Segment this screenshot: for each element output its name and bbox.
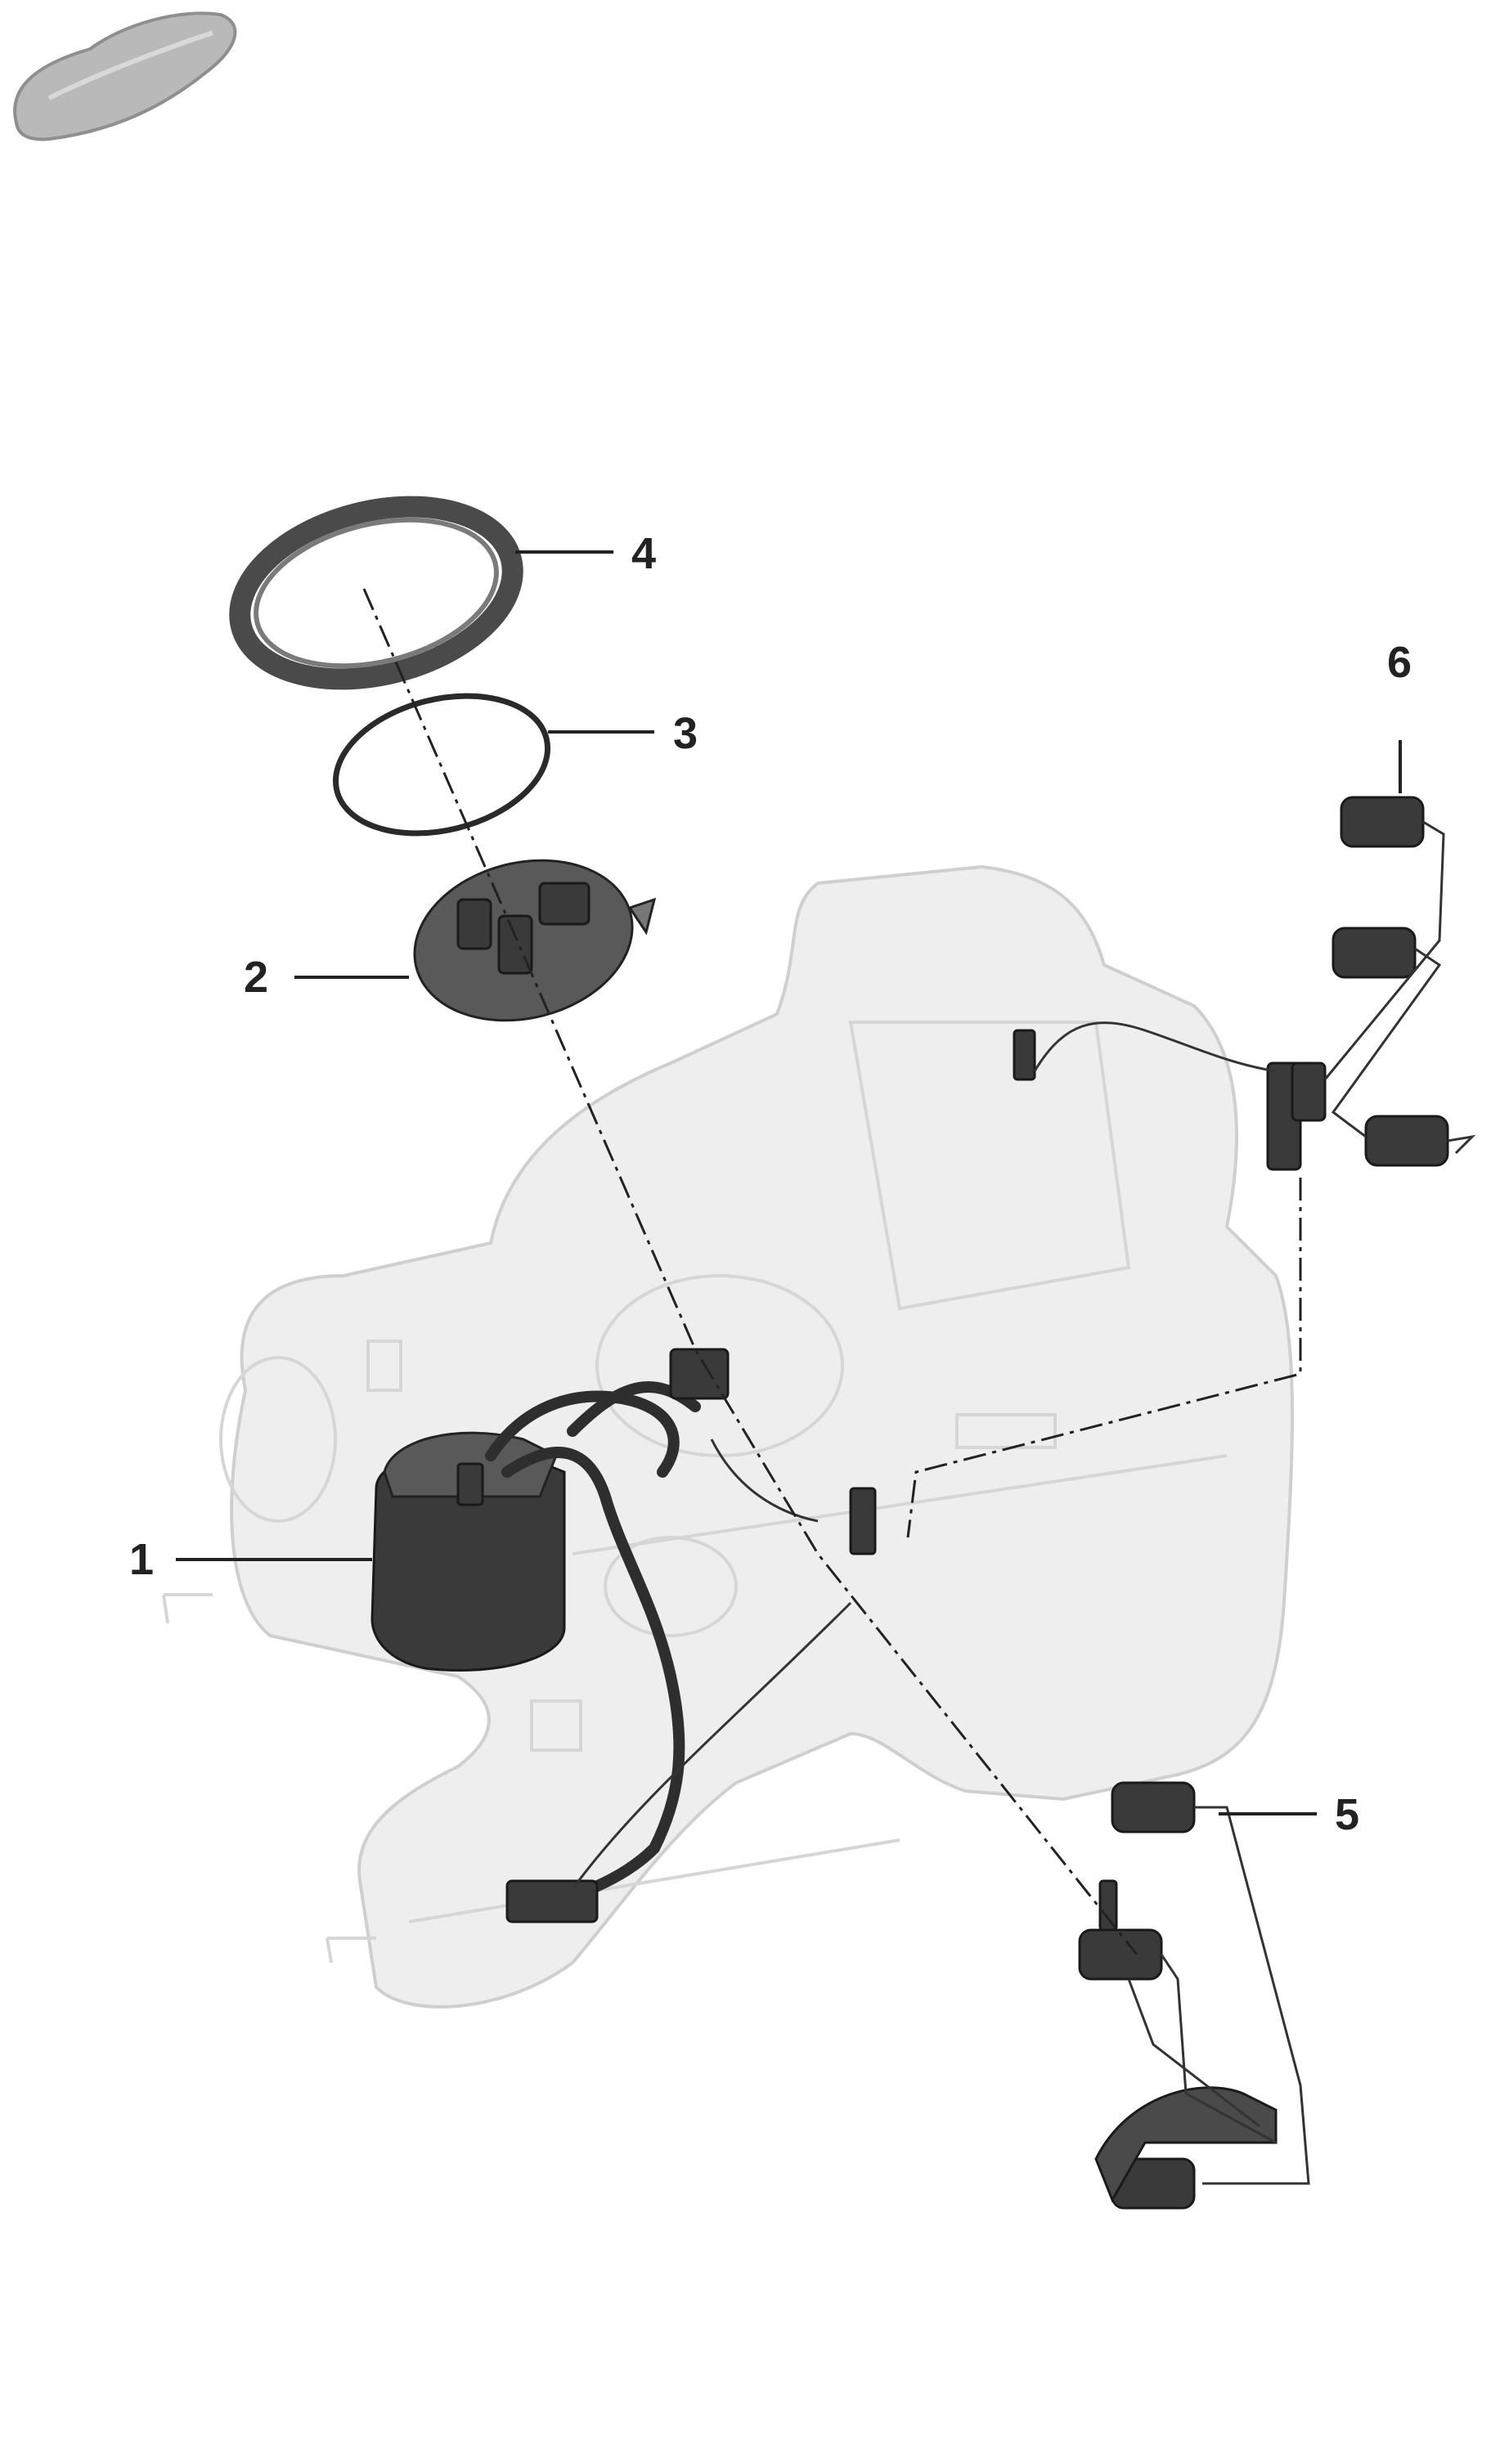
- callout-1: 1: [129, 1535, 154, 1584]
- part-3-seal-ring: [332, 693, 551, 837]
- part-6-level-sensor-assembly: [1013, 796, 1476, 1171]
- callout-3: 3: [673, 709, 698, 758]
- callout-labels: 1 2 3 4 5 6: [129, 529, 1412, 1839]
- callout-2: 2: [244, 953, 268, 1002]
- assembly-guide-lines: [362, 588, 1302, 1955]
- vehicle-silhouette-icon: [13, 11, 237, 141]
- callout-6: 6: [1387, 638, 1412, 687]
- callout-4: 4: [631, 529, 656, 578]
- part-5-level-sensor-assembly: [1078, 1781, 1310, 2210]
- callout-5: 5: [1335, 1790, 1359, 1839]
- part-1-fuel-pump-module: [371, 1348, 877, 1923]
- fuel-tank-ghost: [162, 864, 1294, 2008]
- part-4-locking-ring: [229, 496, 523, 690]
- leader-lines: [176, 550, 1402, 1815]
- part-2-flange-cover: [413, 859, 657, 1022]
